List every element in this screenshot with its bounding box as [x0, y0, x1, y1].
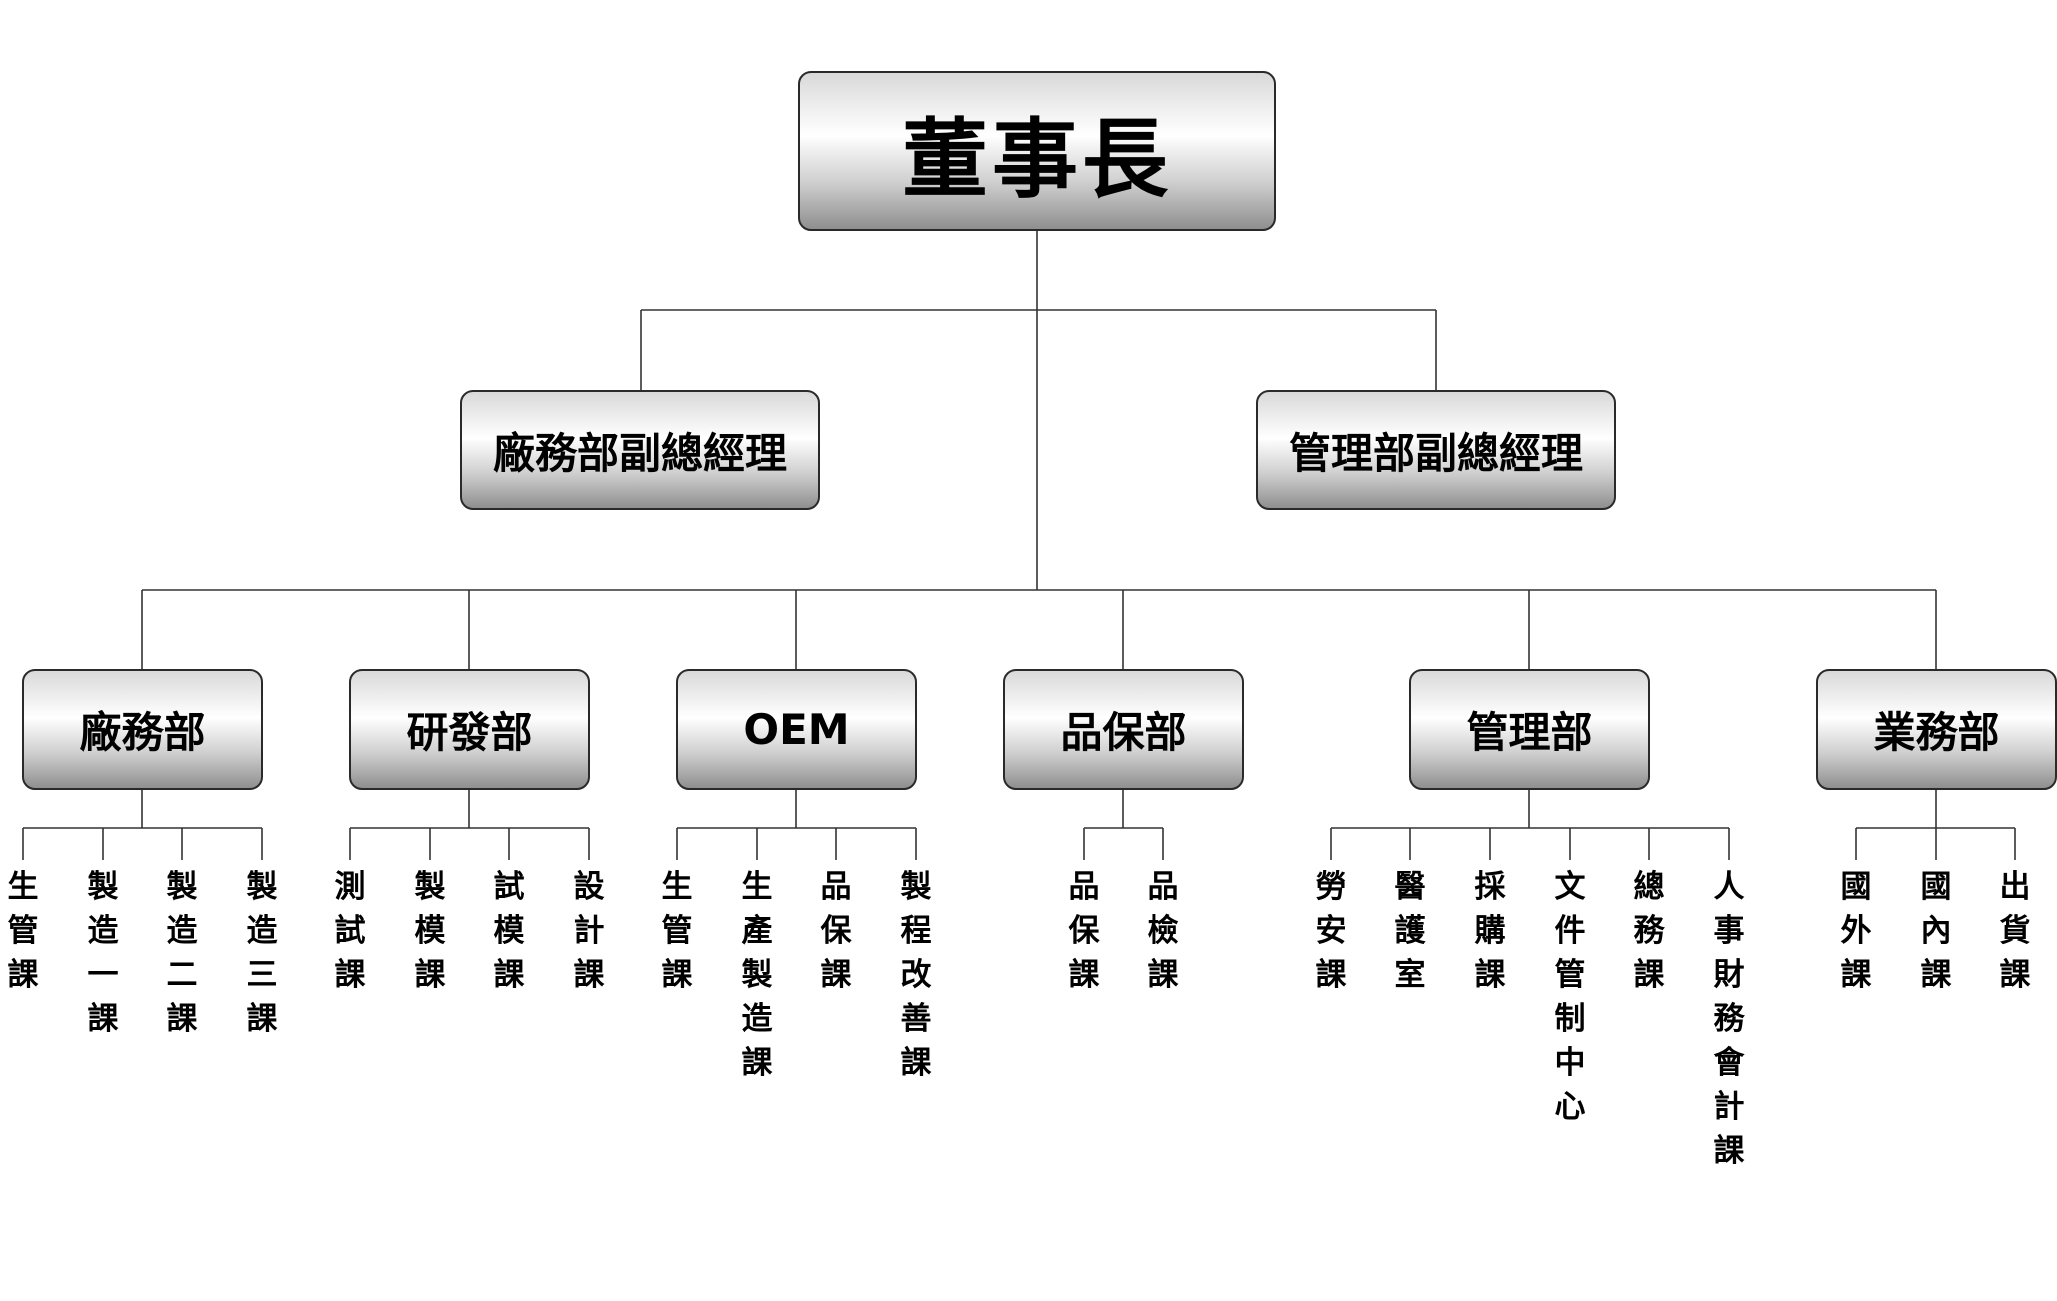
dept-box-oem: OEM	[676, 669, 917, 790]
section-label: 測 試 課	[334, 869, 366, 993]
vp-management-box: 管理部副總經理	[1256, 390, 1616, 510]
section-label: 勞 安 課	[1315, 869, 1347, 993]
section-label: 品 保 課	[1068, 869, 1100, 993]
chairman-box: 董事長	[798, 71, 1276, 231]
dept-box-sales: 業務部	[1816, 669, 2057, 790]
section-label: 製 造 三 課	[246, 869, 278, 1037]
section-label: 生 管 課	[7, 869, 39, 993]
dept-box-rnd: 研發部	[349, 669, 590, 790]
section-label: 製 造 二 課	[166, 869, 198, 1037]
section-label: 生 管 課	[661, 869, 693, 993]
vp-factory-box: 廠務部副總經理	[460, 390, 820, 510]
dept-box-qa: 品保部	[1003, 669, 1244, 790]
section-label: 國 外 課	[1840, 869, 1872, 993]
section-label: 製 程 改 善 課	[900, 869, 932, 1081]
section-label: 生 產 製 造 課	[741, 869, 773, 1081]
section-label: 品 保 課	[820, 869, 852, 993]
section-label: 製 造 一 課	[87, 869, 119, 1037]
section-label: 文 件 管 制 中 心	[1554, 869, 1586, 1125]
section-label: 國 內 課	[1920, 869, 1952, 993]
section-label: 總 務 課	[1633, 869, 1665, 993]
dept-box-management: 管理部	[1409, 669, 1650, 790]
dept-box-factory: 廠務部	[22, 669, 263, 790]
section-label: 出 貨 課	[1999, 869, 2031, 993]
section-label: 製 模 課	[414, 869, 446, 993]
section-label: 設 計 課	[573, 869, 605, 993]
section-label: 醫 護 室	[1394, 869, 1426, 993]
section-label: 試 模 課	[493, 869, 525, 993]
section-label: 品 檢 課	[1147, 869, 1179, 993]
section-label: 採 購 課	[1474, 869, 1506, 993]
section-label: 人 事 財 務 會 計 課	[1713, 869, 1745, 1169]
